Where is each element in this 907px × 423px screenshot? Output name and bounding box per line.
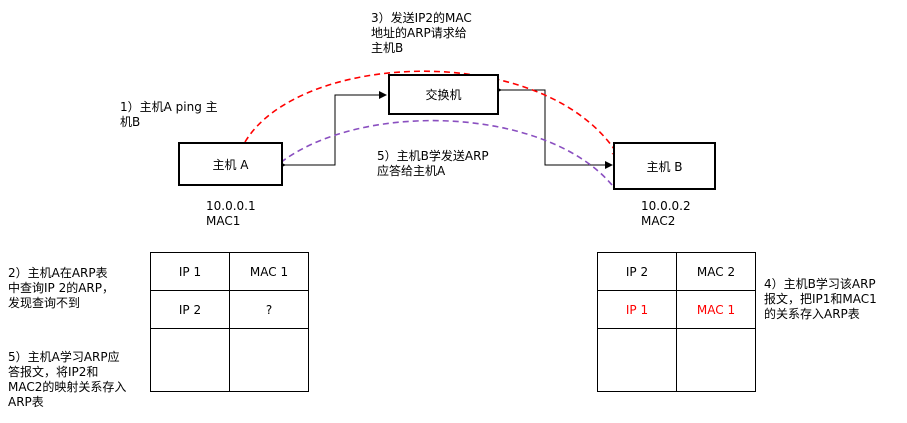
- table-cell: [229, 328, 309, 392]
- host-a-ip: 10.0.0.1: [206, 199, 256, 213]
- switch-label: 交换机: [425, 88, 462, 102]
- step4-note: 4）主机B学习该ARP 报文，把IP1和MAC1 的关系存入ARP表: [764, 277, 877, 321]
- host-a-address: 10.0.0.1 MAC1: [206, 199, 256, 229]
- table-cell: IP 1: [150, 252, 230, 291]
- table-row: IP 2 ?: [150, 290, 309, 329]
- link-host-a-switch: [278, 91, 387, 169]
- learned-entry-cell: IP 1: [597, 290, 677, 329]
- arp-table-host-a: IP 1 MAC 1 IP 2 ?: [150, 252, 309, 392]
- step1-note: 1）主机A ping 主 机B: [120, 100, 218, 129]
- table-cell: [676, 328, 756, 392]
- table-cell: MAC 1: [229, 252, 309, 291]
- host-b-address: 10.0.0.2 MAC2: [641, 199, 691, 229]
- host-a-label: 主机 A: [212, 157, 249, 172]
- table-row: IP 1 MAC 1: [150, 252, 309, 291]
- table-cell: ?: [229, 290, 309, 329]
- host-b-mac: MAC2: [641, 214, 676, 228]
- host-b-label: 主机 B: [646, 159, 683, 174]
- table-cell: IP 2: [150, 290, 230, 329]
- host-a-mac: MAC1: [206, 214, 241, 228]
- table-row: [597, 328, 756, 392]
- arp-table-host-b: IP 2 MAC 2 IP 1 MAC 1: [597, 252, 756, 392]
- table-row: [150, 328, 309, 392]
- arp-reply-arrow: [260, 119, 613, 186]
- table-row: IP 1 MAC 1: [597, 290, 756, 329]
- host-a-box: 主机 A: [178, 142, 283, 186]
- learned-entry-cell: MAC 1: [676, 290, 756, 329]
- table-cell: [597, 328, 677, 392]
- step5-reply-note: 5）主机B学发送ARP 应答给主机A: [377, 149, 489, 178]
- step5-learn-note: 5）主机A学习ARP应 答报文，将IP2和 MAC2的映射关系存入 ARP表: [8, 350, 127, 409]
- table-cell: MAC 2: [676, 252, 756, 291]
- arp-request-arrow: [244, 70, 622, 160]
- host-b-ip: 10.0.0.2: [641, 199, 691, 213]
- step3-note: 3）发送IP2的MAC 地址的ARP请求给 主机B: [371, 11, 472, 55]
- switch-box: 交换机: [388, 74, 499, 115]
- table-cell: [150, 328, 230, 392]
- step2-note: 2）主机A在ARP表 中查询IP 2的ARP， 发现查询不到: [8, 266, 115, 310]
- table-cell: IP 2: [597, 252, 677, 291]
- link-switch-host-b: [494, 86, 613, 169]
- table-row: IP 2 MAC 2: [597, 252, 756, 291]
- host-b-box: 主机 B: [613, 142, 716, 190]
